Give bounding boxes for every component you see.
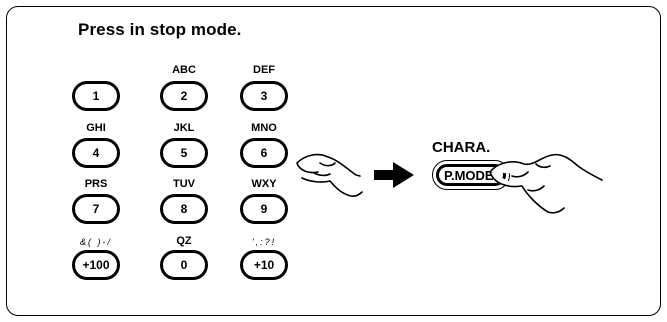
key-6-button[interactable]: 6	[240, 138, 288, 168]
pmode-button[interactable]: P.MODE	[432, 160, 510, 190]
instruction-frame	[6, 6, 661, 316]
key-0-button[interactable]: 0	[160, 250, 208, 280]
key-4-button[interactable]: 4	[72, 138, 120, 168]
key-9-button[interactable]: 9	[240, 194, 288, 224]
pressing-hand-icon	[296, 153, 363, 197]
right-arrow-icon	[374, 162, 414, 188]
key-9-label: WXY	[251, 178, 277, 190]
key-2-button[interactable]: 2	[160, 81, 208, 111]
key-5-label: JKL	[173, 122, 195, 134]
key-7-button[interactable]: 7	[72, 194, 120, 224]
key-3-button[interactable]: 3	[240, 81, 288, 111]
chara-label: CHARA.	[432, 139, 491, 156]
key-plus100-label: &( )-/	[80, 237, 112, 247]
key-7-label: PRS	[84, 178, 108, 190]
key-2-label: ABC	[172, 64, 196, 76]
key-1-button[interactable]: 1	[72, 81, 120, 111]
pmode-button-label: P.MODE	[436, 164, 506, 186]
instruction-title: Press in stop mode.	[78, 20, 242, 39]
pressing-hand-icon	[489, 153, 603, 214]
key-5-button[interactable]: 5	[160, 138, 208, 168]
key-8-button[interactable]: 8	[160, 194, 208, 224]
key-plus10-button[interactable]: +10	[240, 250, 288, 280]
key-plus10-label: ',:?!	[251, 237, 277, 247]
key-8-label: TUV	[173, 178, 195, 190]
key-3-label: DEF	[253, 64, 275, 76]
key-plus100-button[interactable]: +100	[72, 250, 120, 280]
key-0-label: QZ	[176, 235, 192, 247]
key-4-label: GHI	[86, 122, 106, 134]
key-6-label: MNO	[251, 122, 277, 134]
